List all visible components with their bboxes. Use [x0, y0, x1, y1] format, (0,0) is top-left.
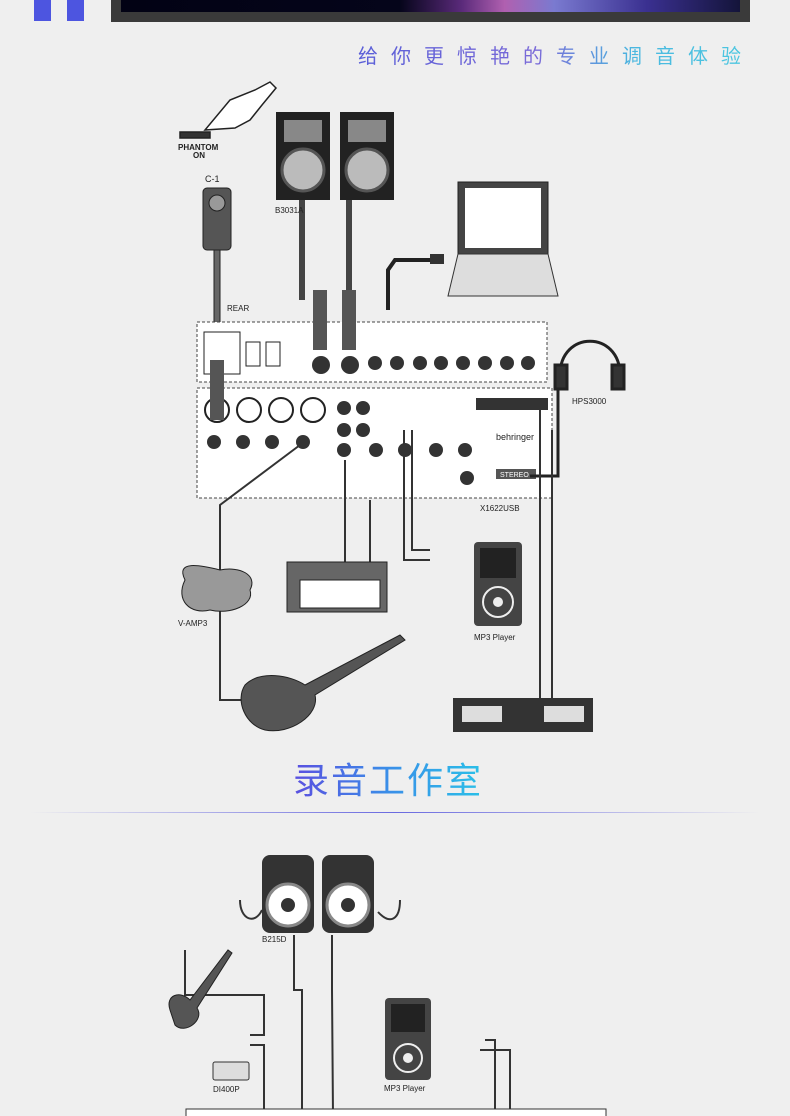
tagline: 给你更惊艳的专业调音体验: [358, 40, 754, 69]
decor-bar-right: [67, 0, 84, 21]
headphones-label: HPS3000: [572, 397, 607, 406]
phantom-label: PHANTOM: [178, 143, 219, 152]
di-box-label: DI400P: [213, 1085, 240, 1094]
studio-monitor-right: [340, 112, 394, 300]
monitor-label: B3031A: [275, 206, 304, 215]
phantom-hand-icon: [179, 81, 278, 139]
keyboard-icon: [286, 561, 388, 613]
bass-guitar-icon: [168, 949, 233, 1029]
guitar-icon: [240, 634, 406, 732]
phantom-on-label: ON: [193, 151, 205, 160]
rear-label: REAR: [227, 304, 249, 313]
mp3-label-2: MP3 Player: [384, 1084, 426, 1093]
headphones-icon: [530, 339, 626, 478]
decor-bar-left: [34, 0, 51, 21]
mp3-player-icon: [474, 542, 522, 626]
microphone-icon: [202, 187, 232, 371]
mp3-label: MP3 Player: [474, 633, 516, 642]
section-heading: 录音工作室: [293, 752, 483, 804]
mixer-rear-panel: [196, 290, 548, 383]
studio-connection-diagram: PHANTOM ON C-1 B3031A REAR: [178, 81, 626, 732]
cables-2: [184, 899, 511, 1116]
cassette-deck-icon: [453, 698, 593, 732]
amp-label: V-AMP3: [178, 619, 208, 628]
live-connection-diagram: B215D DI400P MP3 Player: [168, 855, 607, 1116]
mixer-top-edge: [185, 1108, 607, 1116]
mixer-brand: behringer: [496, 432, 534, 442]
hero-image: [121, 0, 740, 12]
speakers-label: B215D: [262, 935, 287, 944]
section-divider: [30, 812, 760, 813]
pa-speaker-right: [322, 855, 374, 933]
mixer-front-panel: behringer STEREO: [196, 360, 553, 499]
mixer-label: X1622USB: [480, 504, 520, 513]
stereo-label: STEREO: [500, 472, 529, 479]
mp3-player-icon-2: [385, 998, 431, 1080]
cables: [219, 410, 553, 701]
di-box-icon: [212, 1061, 250, 1081]
v-amp-icon: [181, 565, 253, 612]
pa-speaker-left: [262, 855, 314, 933]
laptop-icon: [386, 181, 559, 310]
mic-label: C-1: [205, 174, 220, 184]
studio-monitor-left: [276, 112, 330, 300]
